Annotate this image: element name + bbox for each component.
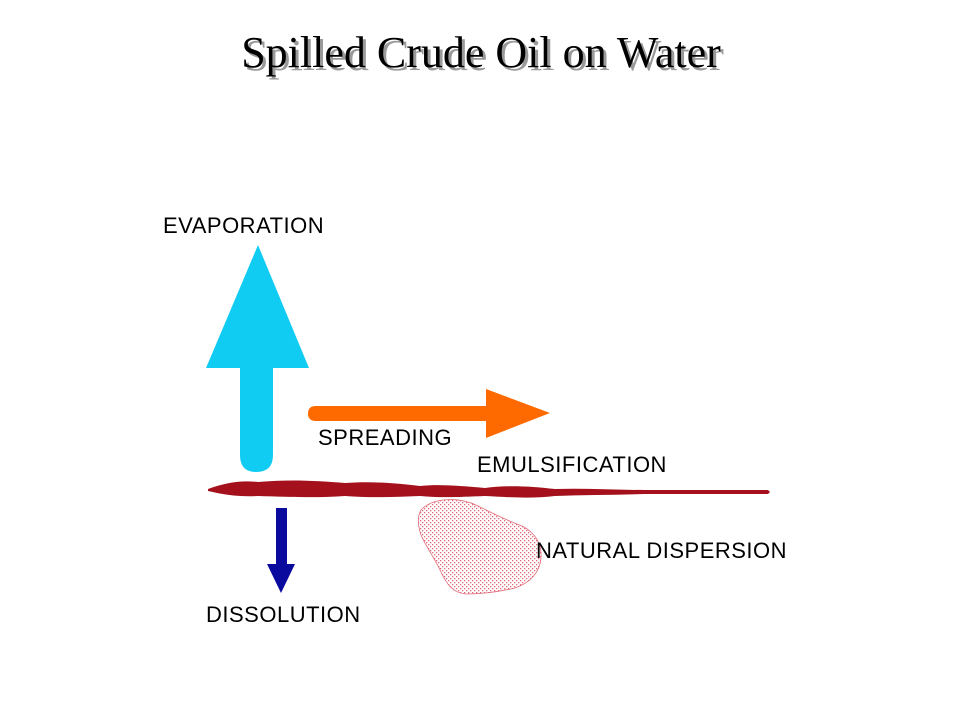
spreading-arrow <box>308 389 550 438</box>
natural-dispersion-label: NATURAL DISPERSION <box>536 538 787 563</box>
evaporation-label: EVAPORATION <box>163 213 324 238</box>
dissolution-arrow <box>267 508 295 593</box>
dissolution-label: DISSOLUTION <box>206 602 361 627</box>
emulsification-label: EMULSIFICATION <box>477 452 667 477</box>
oil-slick <box>208 480 770 498</box>
page-title: Spilled Crude Oil on Water <box>241 28 721 77</box>
dispersion-cloud <box>417 499 542 595</box>
spreading-label: SPREADING <box>318 425 452 450</box>
evaporation-arrow <box>206 245 309 472</box>
page-title-shadow: Spilled Crude Oil on Water <box>244 31 724 80</box>
